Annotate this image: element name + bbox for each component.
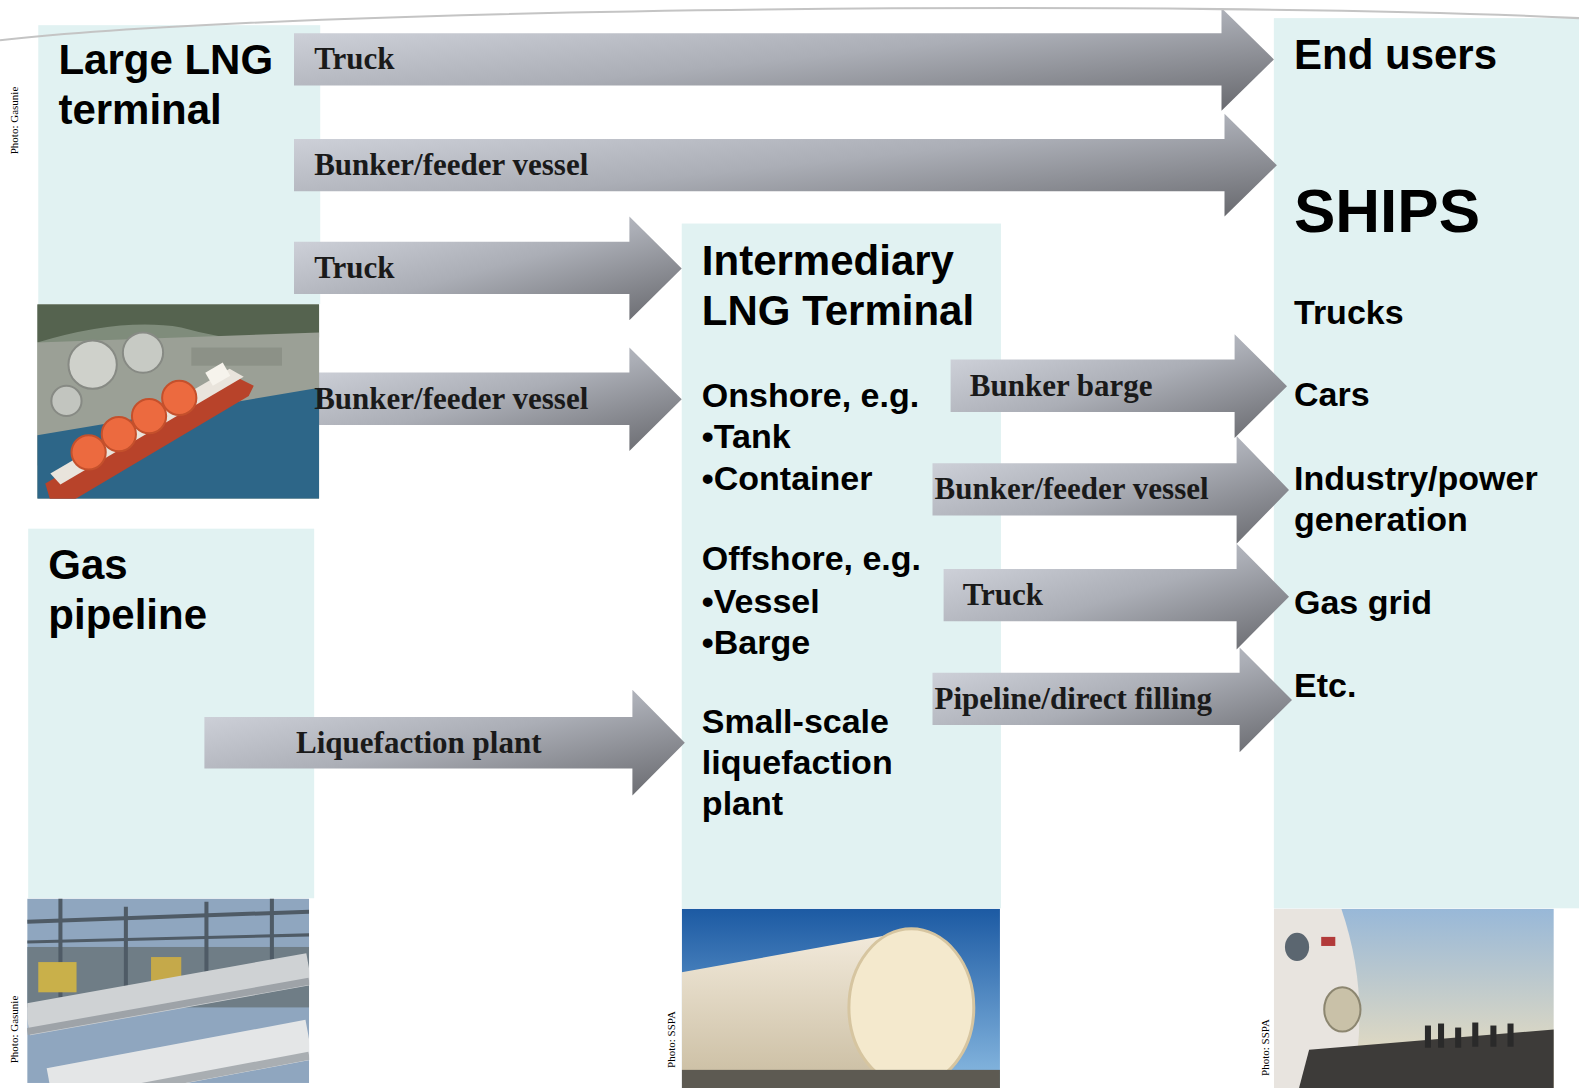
pipeline-photo-part xyxy=(38,962,76,992)
block-arrow xyxy=(294,114,1277,217)
pipeline-photo xyxy=(27,899,309,1083)
lng-terminal-photo-part xyxy=(123,332,163,372)
arrow-label: Bunker/feeder vessel xyxy=(314,147,588,183)
ship-deck-photo-part xyxy=(1321,937,1335,946)
block-arrow xyxy=(294,8,1274,111)
ship-deck-photo-part xyxy=(1438,1024,1444,1048)
ship-deck-photo-part xyxy=(1285,933,1309,961)
ship-deck-photo-part xyxy=(1324,987,1360,1031)
panel-ground xyxy=(38,25,320,304)
block-arrows xyxy=(204,8,1292,795)
ship-deck-photo-part xyxy=(1472,1023,1478,1047)
arrow-label: Pipeline/direct filling xyxy=(935,681,1213,717)
panel-heading: Intermediary LNG Terminal xyxy=(702,236,999,336)
block-arrow xyxy=(951,334,1287,438)
ship-deck-photo-part xyxy=(1425,1026,1431,1048)
terminal-panel: Large LNG terminal xyxy=(38,25,320,304)
lng-terminal-photo-part xyxy=(71,435,105,469)
list-item: Gas grid xyxy=(1294,582,1571,623)
pipeline-photo-part xyxy=(124,907,128,993)
arrow-label: Liquefaction plant xyxy=(296,725,541,761)
list-item: Cars xyxy=(1294,374,1571,415)
panel-heading: Gas pipeline xyxy=(48,540,249,640)
lng-terminal-photo-part xyxy=(51,386,81,416)
arrow-label: Bunker barge xyxy=(970,368,1153,404)
tank-photo-part xyxy=(849,929,974,1086)
panel-grounds xyxy=(28,18,1579,908)
lng-terminal-photo-part xyxy=(162,381,196,415)
arrow-label: Truck xyxy=(314,250,394,286)
panel-ground xyxy=(28,529,314,899)
block-arrow xyxy=(294,217,682,321)
lng-terminal-photo xyxy=(37,304,319,498)
photo-credit: Photo: SSPA xyxy=(665,1011,678,1068)
tank-photo-part xyxy=(682,909,1000,1088)
arrow-label: Truck xyxy=(963,577,1043,613)
list-heading: Offshore, e.g. xyxy=(702,538,944,579)
block-arrow xyxy=(204,690,684,796)
ship-deck-photo xyxy=(1274,909,1554,1088)
block-arrow xyxy=(294,347,682,451)
tank-photo xyxy=(682,909,1000,1088)
block-arrow xyxy=(944,544,1289,650)
panel-heading: Large LNG terminal xyxy=(58,35,312,135)
lng-terminal-photo-part xyxy=(191,348,282,366)
list-item: •Tank xyxy=(702,416,903,457)
block-arrow xyxy=(933,648,1293,753)
lng-terminal-photo-part xyxy=(50,369,243,485)
list-heading: Onshore, e.g. xyxy=(702,375,944,416)
arrow-label: Bunker/feeder vessel xyxy=(314,381,588,417)
pipeline-photo-part xyxy=(27,935,309,942)
pipeline-photo-part xyxy=(27,912,309,922)
tank-photo-part xyxy=(682,1070,1000,1088)
category-heading: SHIPS xyxy=(1294,176,1571,246)
ship-deck-photo-part xyxy=(1508,1024,1514,1047)
pipeline-panel: Gas pipeline xyxy=(28,529,314,899)
list-item: Etc. xyxy=(1294,665,1571,706)
ship-deck-photo-part xyxy=(1455,1028,1461,1048)
list-item: •Container xyxy=(702,458,903,499)
terminal-panel: Intermediary LNG TerminalOnshore, e.g.•T… xyxy=(682,224,1001,909)
photo-credit: Photo: Gasunie xyxy=(8,87,21,155)
lng-terminal-photo-part xyxy=(132,399,166,433)
pipeline-photo-part xyxy=(27,969,309,1019)
lng-terminal-photo-part xyxy=(68,341,116,389)
panel-heading: End users xyxy=(1294,30,1571,80)
list-heading: Small-scale liquefaction plant xyxy=(702,701,919,824)
photo-credit: Photo: SSPA xyxy=(1259,1019,1272,1076)
list-item: •Barge xyxy=(702,622,903,663)
ship-deck-photo-part xyxy=(1274,909,1554,1088)
end-users-panel: End usersSHIPS TrucksCarsIndustry/power g… xyxy=(1274,18,1579,908)
list-item: Industry/power generation xyxy=(1294,458,1571,540)
ship-deck-photo-part xyxy=(1490,1026,1496,1047)
photo-credit: Photo: Gasunie xyxy=(8,995,21,1063)
arrow-label: Truck xyxy=(314,41,394,77)
list-item: •Vessel xyxy=(702,581,903,622)
lng-terminal-photo-part xyxy=(102,417,136,451)
block-arrow xyxy=(933,436,1290,544)
arrow-label: Bunker/feeder vessel xyxy=(935,471,1209,507)
pipeline-photo-part xyxy=(50,1056,309,1083)
lng-terminal-photo-part xyxy=(45,375,253,499)
list-item: Trucks xyxy=(1294,292,1571,333)
pipeline-photo-part xyxy=(27,981,309,1031)
panel-ground xyxy=(1274,18,1579,908)
lng-terminal-photo-part xyxy=(37,304,319,498)
lng-terminal-photo-part xyxy=(205,363,230,386)
panel-ground xyxy=(682,224,1001,909)
